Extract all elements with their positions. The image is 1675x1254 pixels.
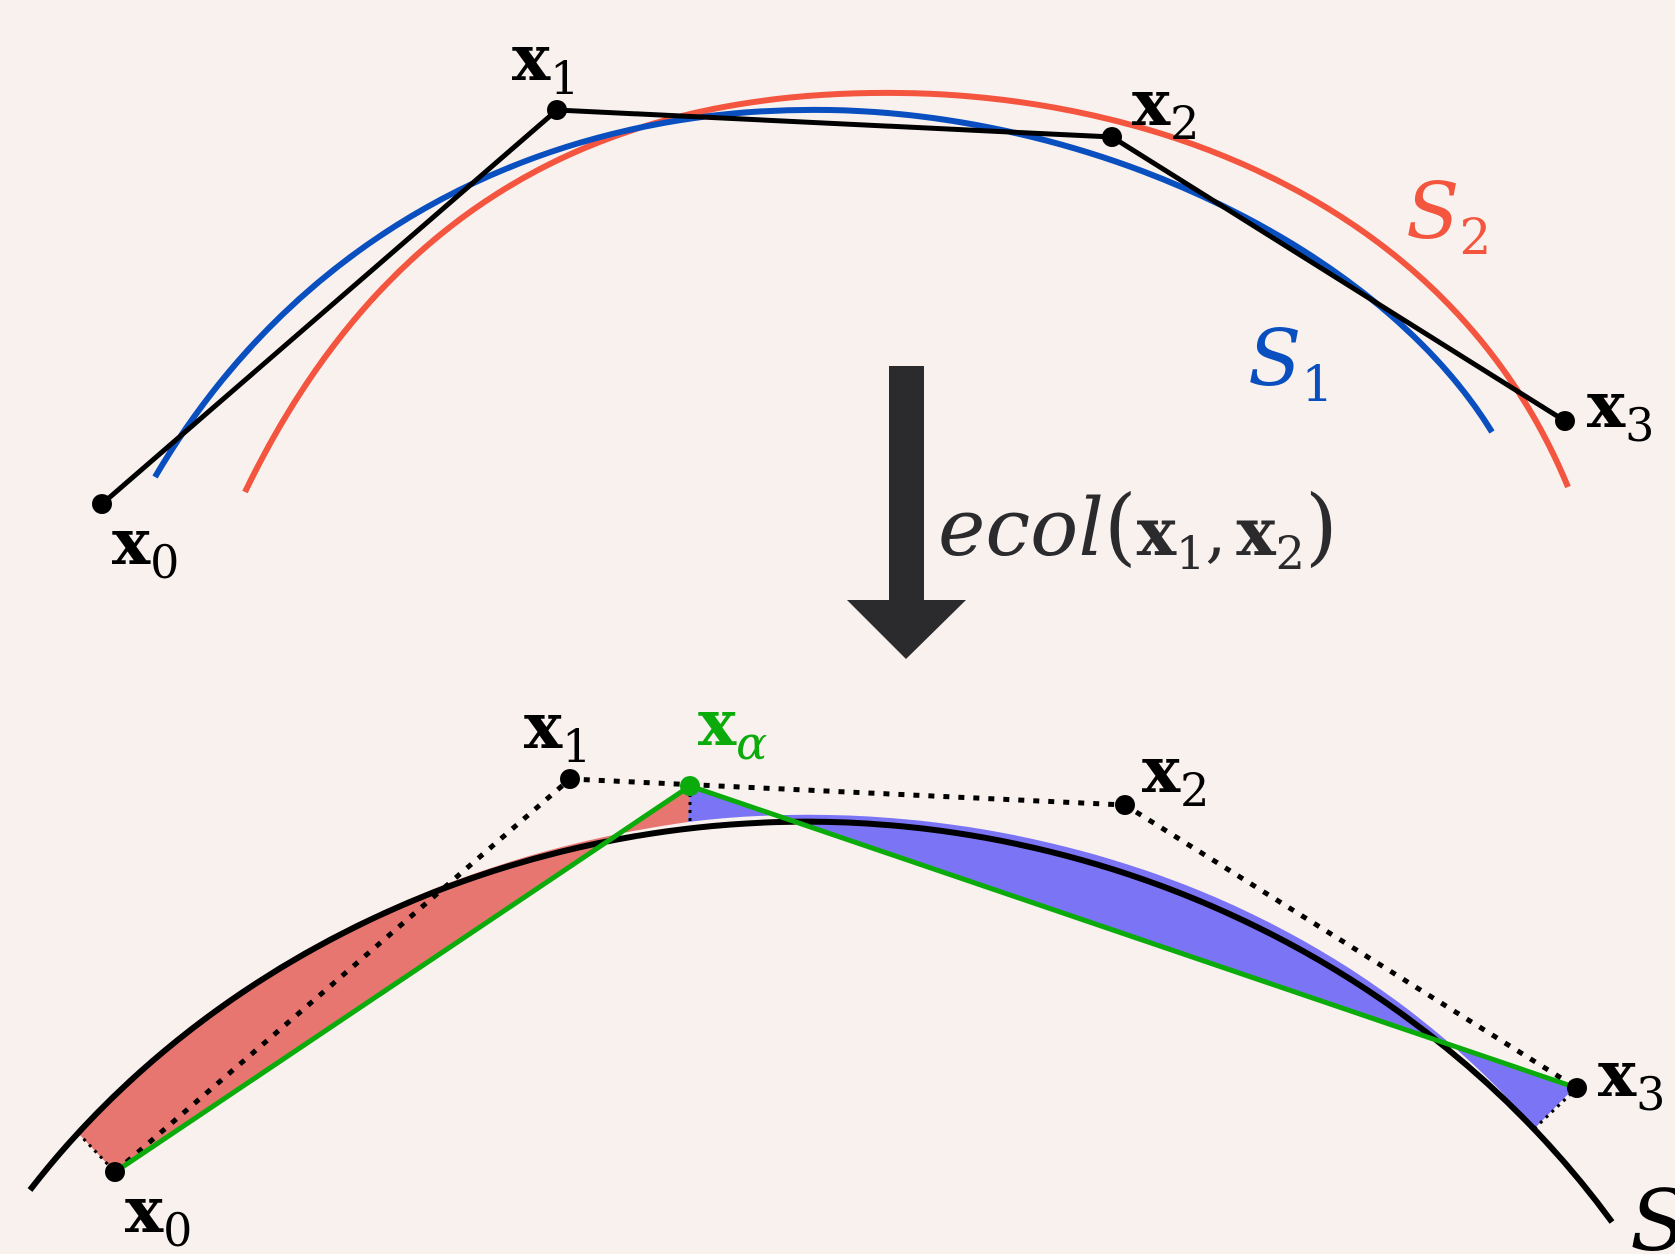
label-x-alpha: xα [698,686,767,770]
label-s1: S1 [1248,314,1333,413]
label-x1: x1 [524,689,591,773]
label-x3: x3 [1598,1037,1665,1121]
area-left [78,786,690,1172]
vertex-x-alpha [680,776,700,796]
label-x3: x3 [1587,368,1654,452]
projection-left [76,1131,117,1174]
vertex-x3 [1567,1078,1587,1098]
label-x1: x1 [512,21,579,105]
label-s2: S2 [1406,167,1491,266]
curve-s2 [242,89,1571,494]
vertex-x0 [92,494,112,514]
top-panel: x0 x1 x2 x3 S2 S1 [92,21,1654,589]
control-polyline [100,107,1567,506]
vertex-x2 [1115,795,1135,815]
area-right [688,786,1575,1128]
vertex-x1 [560,769,580,789]
arrow-head [847,600,966,659]
arrow-shaft [889,366,924,601]
curve-s [27,818,1615,1224]
operation-label: ecol(x1,x2) [938,477,1338,580]
vertex-x2 [1102,127,1122,147]
collapse-arrow [847,366,966,659]
original-polyline [113,776,1579,1174]
curve-s1 [152,106,1495,479]
vertex-x1 [547,100,567,120]
vertex-x3 [1555,411,1575,431]
vertex-x0 [105,1162,125,1182]
label-x0: x0 [112,505,179,589]
label-x2: x2 [1132,66,1199,150]
label-s: S [1630,1172,1675,1254]
label-x0: x0 [125,1173,192,1254]
label-x2: x2 [1142,733,1209,817]
bottom-panel: x0 x1 xα x2 x3 S [27,686,1675,1254]
